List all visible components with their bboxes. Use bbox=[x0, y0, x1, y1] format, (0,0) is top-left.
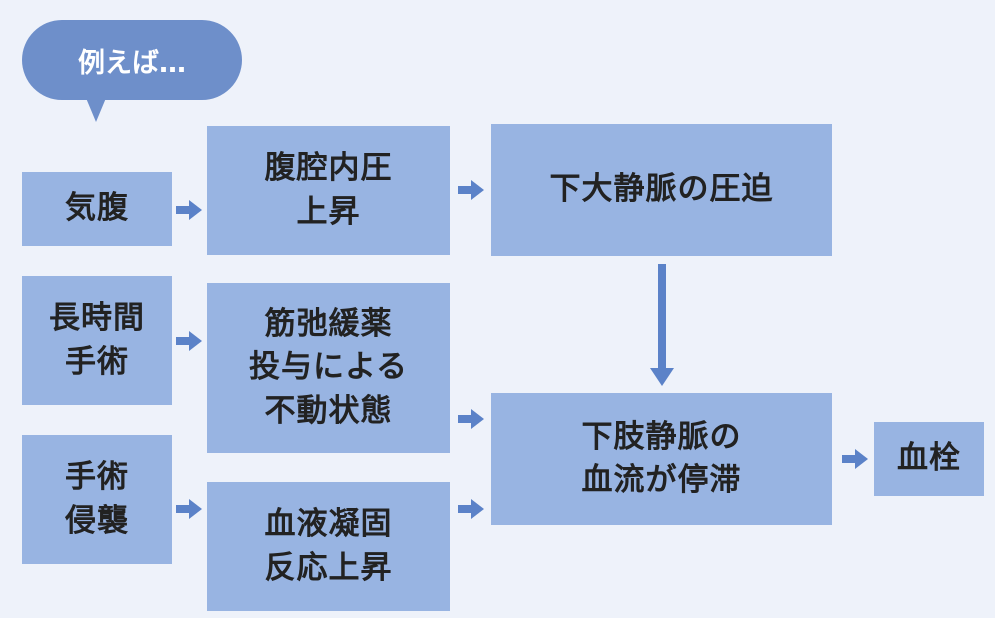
arrow-right-icon bbox=[458, 409, 484, 429]
box-ivc-compression: 下大静脈の圧迫 bbox=[491, 124, 832, 256]
box-coagulation: 血液凝固 反応上昇 bbox=[207, 482, 450, 611]
box-pneumoperitoneum: 気腹 bbox=[22, 172, 172, 246]
arrow-right-icon bbox=[176, 499, 202, 519]
bubble-tail bbox=[86, 98, 106, 122]
arrow-right-icon bbox=[458, 180, 484, 200]
box-muscle-relaxant: 筋弛緩薬 投与による 不動状態 bbox=[207, 283, 450, 453]
example-bubble: 例えば… bbox=[22, 20, 242, 100]
example-label: 例えば… bbox=[78, 47, 186, 79]
box-intra-abdominal-pressure: 腹腔内圧 上昇 bbox=[207, 126, 450, 255]
arrow-down-icon bbox=[650, 264, 674, 386]
box-long-surgery: 長時間 手術 bbox=[22, 276, 172, 405]
arrow-right-icon bbox=[842, 449, 868, 469]
box-venous-stasis: 下肢静脈の 血流が停滞 bbox=[491, 393, 832, 525]
box-thrombus: 血栓 bbox=[874, 422, 984, 496]
arrow-right-icon bbox=[176, 200, 202, 220]
box-surgical-invasion: 手術 侵襲 bbox=[22, 435, 172, 564]
arrow-right-icon bbox=[458, 499, 484, 519]
arrow-right-icon bbox=[176, 331, 202, 351]
